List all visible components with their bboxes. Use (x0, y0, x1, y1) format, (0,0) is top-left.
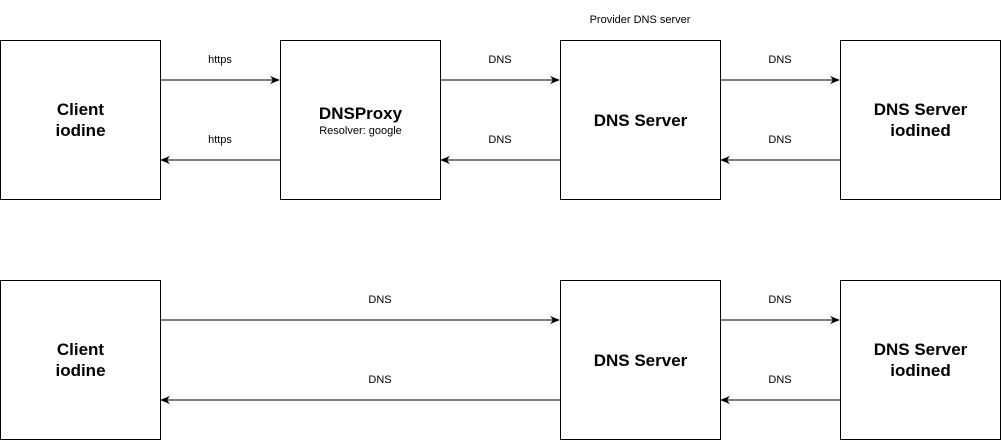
dns-proxy-box: DNSProxy Resolver: google (280, 40, 441, 200)
edge-label-bottom-iodined-to-dns: DNS (768, 374, 792, 386)
bottom-client-iodine-label: Client iodine (55, 340, 106, 380)
edge-label-proxy-to-client: https (208, 134, 232, 146)
edge-label-dns-to-proxy: DNS (488, 134, 512, 146)
dns-server-iodined-box: DNS Server iodined (840, 40, 1001, 200)
edge-label-dns-to-iodined: DNS (768, 54, 792, 66)
dns-server-box: DNS Server (560, 40, 721, 200)
dns-server-label: DNS Server (593, 110, 688, 130)
bottom-client-iodine-box: Client iodine (0, 280, 161, 440)
edge-label-proxy-to-dns: DNS (488, 54, 512, 66)
client-iodine-box: Client iodine (0, 40, 161, 200)
bottom-dns-server-iodined-label: DNS Server iodined (873, 340, 968, 380)
bottom-dns-server-label: DNS Server (593, 350, 688, 370)
edge-label-iodined-to-dns: DNS (768, 134, 792, 146)
dns-server-iodined-label: DNS Server iodined (873, 100, 968, 140)
dns-proxy-resolver-label: Resolver: google (319, 124, 402, 137)
edge-label-bottom-client-to-dns: DNS (368, 294, 392, 306)
edge-label-bottom-dns-to-client: DNS (368, 374, 392, 386)
edge-label-client-to-proxy: https (208, 54, 232, 66)
bottom-dns-server-box: DNS Server (560, 280, 721, 440)
dns-proxy-label: DNSProxy (318, 103, 403, 123)
provider-caption: Provider DNS server (589, 14, 691, 26)
edge-label-bottom-dns-to-iodined: DNS (768, 294, 792, 306)
client-iodine-label: Client iodine (55, 100, 106, 140)
bottom-dns-server-iodined-box: DNS Server iodined (840, 280, 1001, 440)
